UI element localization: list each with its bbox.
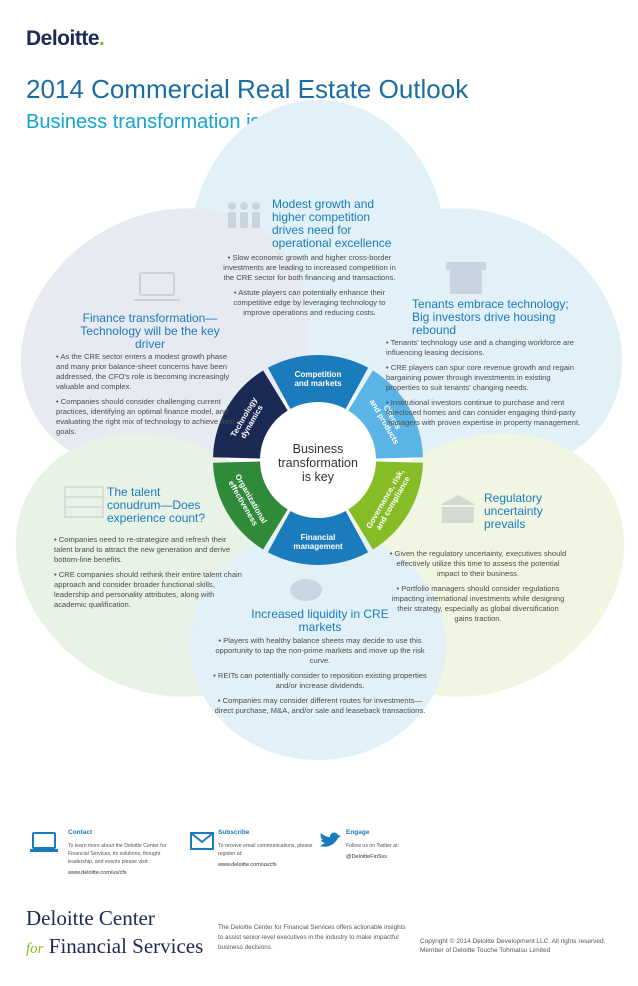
center-line-1: Business — [292, 442, 344, 456]
contact-title: Contact — [68, 829, 93, 836]
petal-bottom-bg — [190, 530, 446, 760]
piggy-bank-icon — [290, 579, 322, 601]
center-label: Business transformation is key — [258, 442, 378, 484]
wheel-segment — [213, 370, 288, 459]
petal-top-left-bullet-1: • As the CRE sector enters a modest grow… — [56, 352, 230, 391]
petal-top-left-title: Finance transformation—Technology will b… — [80, 311, 220, 351]
engage-text: Follow us on Twitter at: — [346, 843, 399, 849]
petal-bottom-bullets: • Players with healthy balance sheets ma… — [210, 636, 430, 721]
petal-top-bullet-1: • Slow economic growth and higher cross-… — [223, 253, 396, 282]
center-line-3: is key — [302, 470, 334, 484]
petal-bottom-left-title: The talent conudrum—Does experience coun… — [107, 485, 206, 525]
envelope-icon — [190, 832, 214, 850]
petal-top-left-bullets: • As the CRE sector enters a modest grow… — [56, 352, 241, 442]
subscribe-title: Subscribe — [218, 829, 250, 836]
wheel-segment — [348, 370, 423, 459]
petal-top-right-title: Tenants embrace technology; Big investor… — [412, 297, 569, 337]
petal-bottom-left-bullet-1: • Companies need to re-strategize and re… — [54, 535, 231, 564]
logo-text: Deloitte — [26, 27, 100, 50]
center-line-2: transformation — [278, 456, 358, 470]
petal-bottom-title: Increased liquidity in CRE markets — [251, 607, 389, 634]
wheel-segment — [213, 461, 288, 550]
center-note: The Deloitte Center for Financial Servic… — [218, 924, 406, 951]
wheel-center — [264, 406, 372, 514]
petal-top-right-bullet-2: • CRE players can spur core revenue grow… — [386, 363, 574, 392]
abacus-icon — [64, 486, 104, 518]
page-subtitle: Business transformation is key — [26, 111, 298, 133]
building-icon — [440, 495, 476, 523]
petal-bottom-right-title: Regulatory uncertainty prevails — [484, 491, 543, 531]
petal-bottom-right-bullets: • Given the regulatory uncertainty, exec… — [388, 549, 568, 629]
laptop-icon — [134, 272, 180, 301]
footer-links: Contact To learn more about the Deloitte… — [20, 824, 620, 884]
petal-bottom-left-bullet-2: • CRE companies should rethink their ent… — [54, 570, 242, 609]
petal-top-bullets: • Slow economic growth and higher cross-… — [222, 253, 397, 323]
logo-dot: . — [99, 27, 105, 50]
wheel-segment — [348, 461, 423, 550]
contact-laptop-icon — [30, 832, 58, 852]
gift-icon — [446, 262, 486, 294]
copyright: Copyright © 2014 Deloitte Development LL… — [420, 938, 606, 954]
people-icon — [228, 202, 260, 228]
dcfs-logo-line2: for Financial Services — [26, 934, 203, 959]
dcfs-logo-line1: Deloitte Center — [26, 906, 155, 930]
twitter-bird-icon — [320, 832, 341, 847]
petal-top-right-bullet-1: • Tenants' technology use and a changing… — [386, 338, 575, 357]
engage-link[interactable]: @DeloitteFinSvs — [346, 854, 388, 860]
petal-bottom-left-bullets: • Companies need to re-strategize and re… — [54, 535, 244, 615]
petal-top-right-bullets: • Tenants' technology use and a changing… — [386, 338, 581, 433]
petal-bottom-bullet-1: • Players with healthy balance sheets ma… — [215, 636, 425, 665]
contact-link[interactable]: www.deloitte.com/us/cfs — [68, 870, 127, 876]
dcfs-for: for — [26, 941, 44, 957]
petal-top-title: Modest growth and higher competition dri… — [272, 197, 392, 250]
subscribe-text: To receive email communications, please … — [218, 843, 313, 857]
engage-title: Engage — [346, 829, 370, 836]
petal-bottom-right-bullet-2: • Portfolio managers should consider reg… — [391, 584, 565, 623]
deloitte-logo: Deloitte. — [26, 27, 105, 51]
petal-top-bullet-2: • Astute players can potentially enhance… — [233, 288, 386, 317]
petal-bottom-right-bullet-1: • Given the regulatory uncertainty, exec… — [389, 549, 567, 578]
petal-bottom-bullet-2: • REITs can potentially consider to repo… — [213, 671, 427, 690]
page-title: 2014 Commercial Real Estate Outlook — [26, 74, 469, 104]
subscribe-link[interactable]: www.deloitte.com/us/cfs — [218, 862, 277, 868]
petal-bottom-bullet-3: • Companies may consider different route… — [214, 696, 426, 715]
petal-top-left-bullet-2: • Companies should consider challenging … — [56, 397, 235, 436]
wheel-segment — [267, 355, 369, 410]
dcfs-line2-text: Financial Services — [48, 934, 204, 958]
petal-top-right-bullet-3: • Institutional investors continue to pu… — [386, 398, 581, 427]
contact-text: To learn more about the Deloitte Center … — [68, 843, 167, 865]
wheel-segment — [267, 510, 369, 565]
